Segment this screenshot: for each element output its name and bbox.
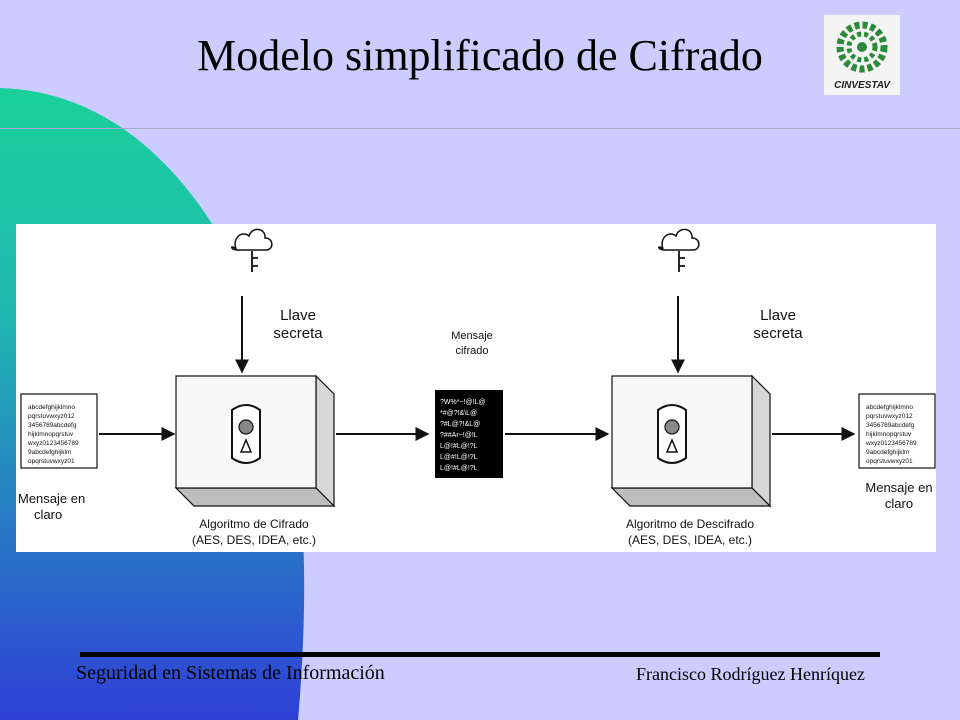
decrypt-label: Algoritmo de Descifrado	[626, 517, 754, 531]
encryption-diagram: abcdefghijklmno pqrstuvwxyz012 3456789ab…	[16, 224, 936, 552]
key-label-right: Llave	[760, 307, 796, 324]
plaintext-line: hijklmnopqrstuv	[28, 431, 74, 438]
plaintext-document-left: abcdefghijklmno pqrstuvwxyz012 3456789ab…	[20, 393, 98, 469]
plaintext-line: pqrstuvwxyz012	[866, 413, 913, 420]
decryption-algorithm-box	[610, 374, 772, 508]
plaintext-line: wxyz0123456789	[27, 440, 79, 447]
key-label-right: secreta	[753, 325, 803, 342]
plain-label-right: Mensaje en	[865, 480, 932, 495]
key-label-left: Llave	[280, 307, 316, 324]
plaintext-line: pqrstuvwxyz012	[28, 413, 75, 420]
plaintext-line: hijklmnopqrstuv	[866, 431, 912, 438]
plaintext-line: abcdefghijklmno	[866, 404, 913, 411]
ciphertext-line: ?#L@?!&L@	[440, 421, 480, 428]
ciphertext-line: ?W%*~!@!L@	[440, 399, 486, 406]
ciphertext-line: L@!#L@!?L	[440, 465, 478, 472]
plaintext-line: 3456789abcdefg	[28, 422, 77, 429]
plaintext-line: 9abcdefghijklm	[28, 449, 71, 456]
cipher-label: cifrado	[455, 345, 488, 357]
lock-icon	[657, 404, 687, 464]
plaintext-line: abcdefghijklmno	[28, 404, 75, 411]
decrypt-label: (AES, DES, IDEA, etc.)	[628, 533, 752, 547]
lock-icon	[231, 404, 261, 464]
plaintext-line: 3456789abcdefg	[866, 422, 915, 429]
cipher-label: Mensaje	[451, 330, 493, 342]
title-divider	[0, 128, 960, 129]
cinvestav-logo: CINVESTAV	[824, 15, 900, 95]
ciphertext-line: L@!#L@!?L	[440, 443, 478, 450]
key-icon-left	[231, 228, 273, 272]
logo-text: CINVESTAV	[834, 80, 890, 91]
encrypt-label: Algoritmo de Cifrado	[199, 517, 309, 531]
slide-title: Modelo simplificado de Cifrado	[197, 31, 763, 80]
plain-label-right: claro	[885, 496, 913, 511]
ciphertext-block: ?W%*~!@!L@ *#@?!&\L@ ?#L@?!&L@ ?##Ar~!@!…	[435, 390, 503, 478]
ciphertext-line: ?##Ar~!@!L	[440, 432, 478, 439]
plaintext-line: opqrstuvwxyz01	[28, 458, 75, 465]
plaintext-line: opqrstuvwxyz01	[866, 458, 913, 465]
plain-label-left: Mensaje en	[18, 491, 85, 506]
plaintext-line: wxyz0123456789	[865, 440, 917, 447]
plaintext-line: 9abcdefghijklm	[866, 449, 909, 456]
encrypt-label: (AES, DES, IDEA, etc.)	[192, 533, 316, 547]
encryption-algorithm-box	[174, 374, 336, 508]
plaintext-document-right: abcdefghijklmno pqrstuvwxyz012 3456789ab…	[858, 393, 936, 469]
footer-author: Francisco Rodríguez Henríquez	[636, 664, 865, 684]
plain-label-left: claro	[34, 507, 62, 522]
logo-emblem	[836, 21, 888, 73]
footer-divider	[80, 652, 880, 657]
key-label-left: secreta	[273, 325, 323, 342]
ciphertext-line: L@#!L@!?L	[440, 454, 478, 461]
footer-course: Seguridad en Sistemas de Información	[76, 662, 385, 684]
ciphertext-line: *#@?!&\L@	[440, 410, 477, 417]
key-icon-right	[658, 228, 700, 272]
